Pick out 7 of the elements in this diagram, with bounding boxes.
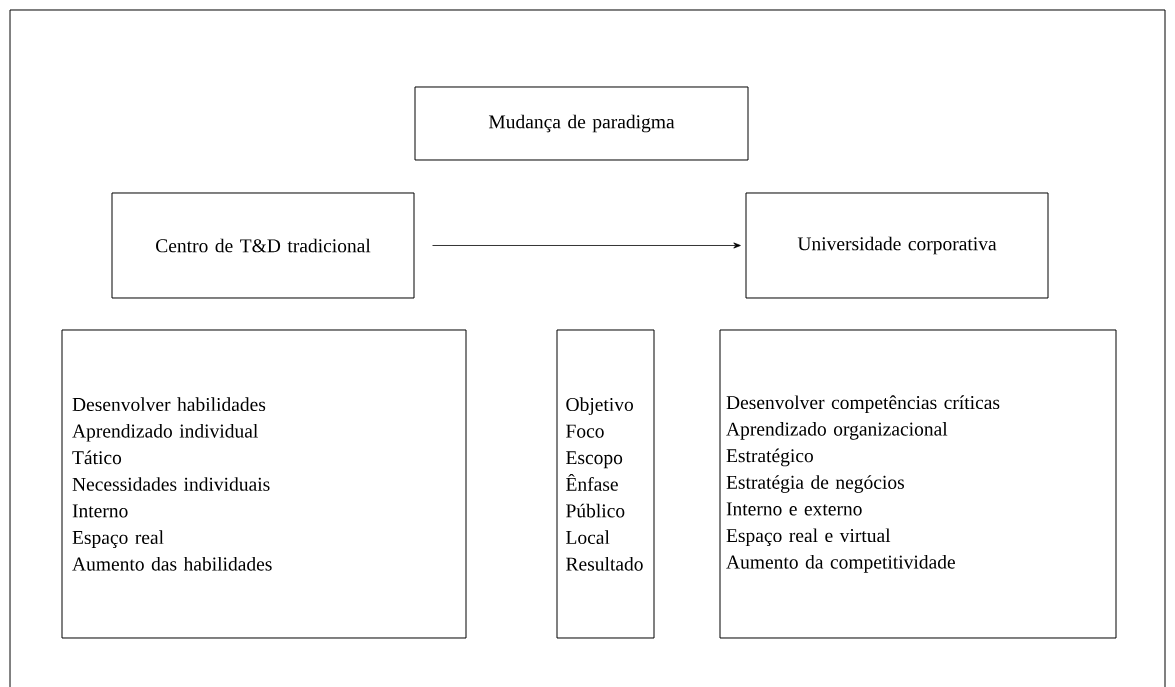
arrow bbox=[432, 242, 741, 249]
title-box: Mudança de paradigma bbox=[414, 86, 749, 161]
list-box: Desenvolver habilidades Aprendizado individual Tático Necessidades individuais Interno Espaço real Aumento das habilidades bbox=[61, 329, 467, 639]
process-box: Centro de T&D tradicional bbox=[111, 192, 415, 299]
list-box: Desenvolver competências críticas Aprendizado organizacional Estratégico Estratégia de negócios Interno e externo Espaço real e virtual Aumento da competitividade bbox=[719, 329, 1117, 639]
process-box: Universidade corporativa bbox=[745, 192, 1049, 299]
list-box: Objetivo Foco Escopo Ênfase Público Local Resultado bbox=[556, 329, 655, 639]
